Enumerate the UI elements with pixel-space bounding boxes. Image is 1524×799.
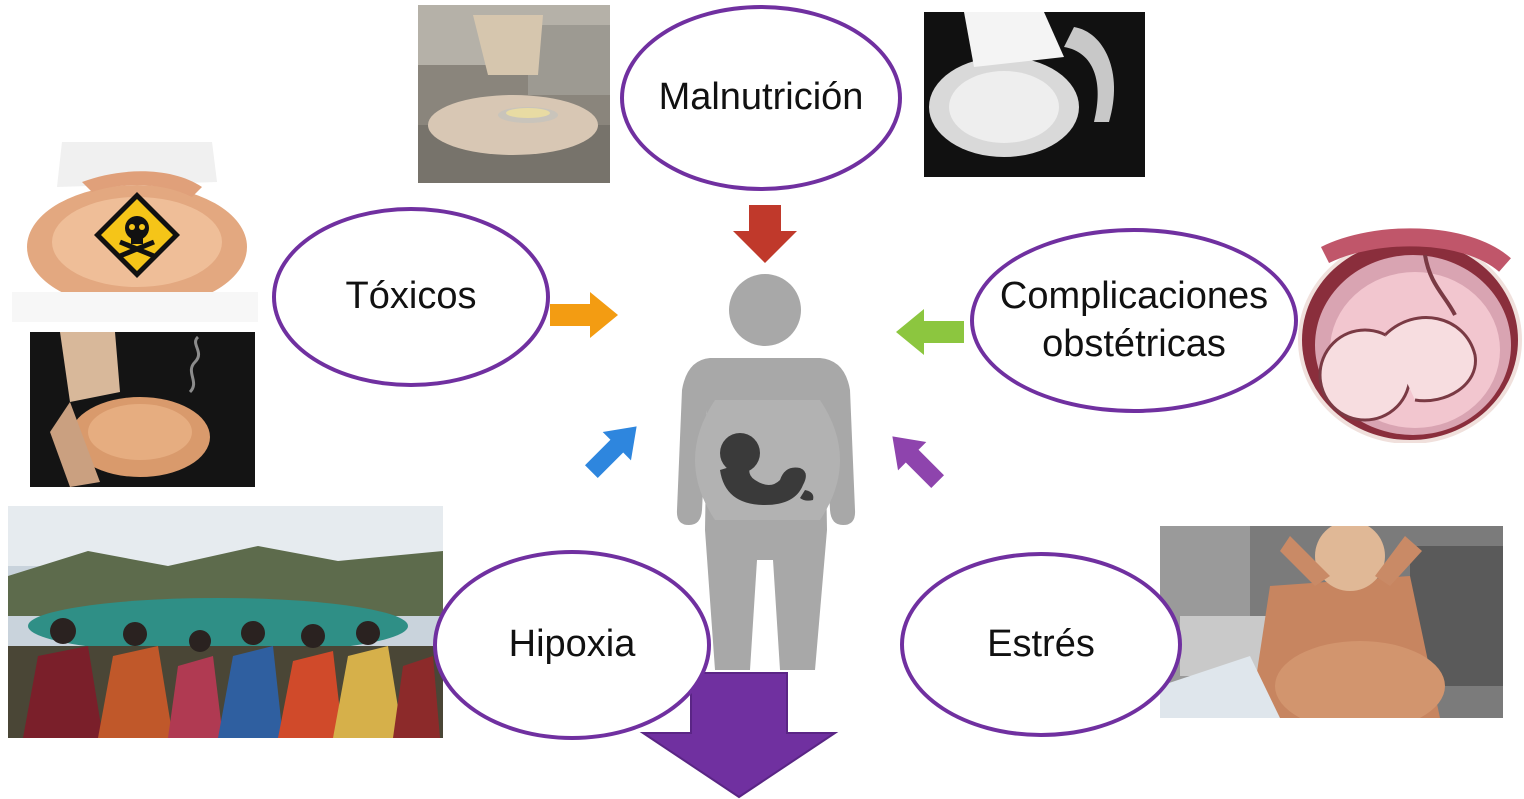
fetus-womb-illustration	[1295, 225, 1524, 443]
hypoxia-oval: Hipoxia	[433, 550, 711, 740]
pregnant-woman-icon	[655, 200, 880, 670]
obstetric-complications-label-line1: Complicaciones	[999, 275, 1269, 317]
toxics-label: Tóxicos	[345, 275, 477, 318]
hypoxia-arrow	[584, 420, 644, 478]
pregnant-woman-smoking-photo	[30, 332, 255, 487]
stress-arrow	[885, 430, 945, 488]
fetus-icon	[720, 433, 814, 505]
outcome-down-arrow	[639, 672, 839, 799]
hypoxia-label: Hipoxia	[508, 623, 636, 666]
stress-label: Estrés	[987, 622, 1095, 665]
malnutrition-label: Malnutrición	[658, 76, 864, 119]
malnutrition-oval: Malnutrición	[620, 5, 902, 191]
stress-oval: Estrés	[900, 552, 1182, 737]
obstetric-complications-label-line2: obstétricas	[1042, 322, 1226, 365]
woman-preparing-food-photo	[418, 5, 610, 183]
skull-crossbones-warning-icon	[92, 190, 182, 280]
pregnant-belly-dark-photo	[924, 12, 1145, 177]
toxics-oval: Tóxicos	[272, 207, 550, 387]
stressed-pregnant-woman-photo	[1160, 526, 1503, 718]
malnutrition-arrow	[733, 205, 797, 263]
indigenous-women-lake-photo	[8, 506, 443, 738]
obstetric-complications-arrow	[896, 309, 964, 355]
obstetric-complications-oval: Complicaciones obstétricas	[970, 228, 1298, 413]
toxics-arrow	[550, 292, 618, 338]
